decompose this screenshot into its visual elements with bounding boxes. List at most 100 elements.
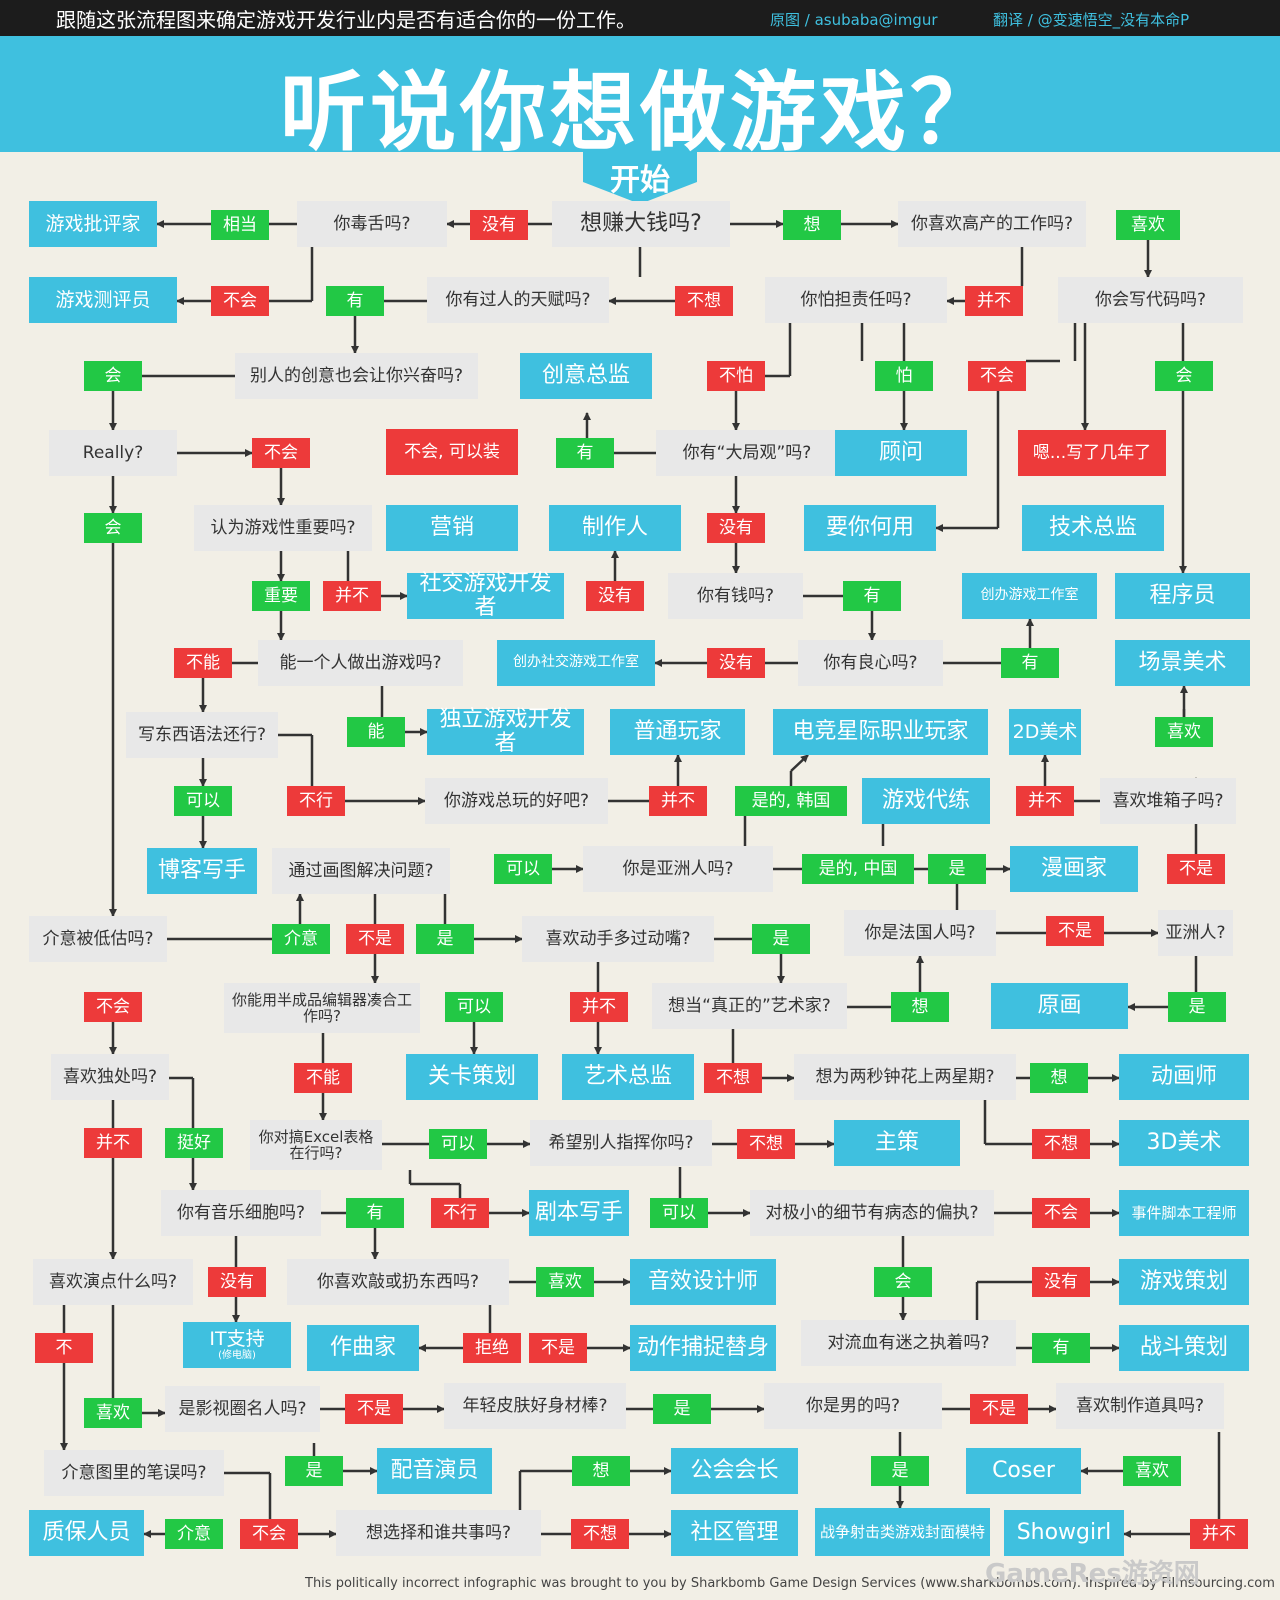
result-box: 场景美术 bbox=[1115, 640, 1250, 686]
yes-answer: 喜欢 bbox=[536, 1267, 594, 1297]
intro-text: 跟随这张流程图来确定游戏开发行业内是否有适合你的一份工作。 bbox=[56, 8, 636, 32]
result-box: 战斗策划 bbox=[1119, 1325, 1249, 1371]
no-answer: 不想 bbox=[675, 286, 733, 316]
question-box: 你有过人的天赋吗? bbox=[427, 277, 609, 323]
no-answer: 不会 bbox=[968, 361, 1026, 391]
result-sublabel: (修电脑) bbox=[218, 1349, 256, 1361]
result-box: 博客写手 bbox=[147, 848, 257, 894]
result-label: IT支持 bbox=[209, 1328, 265, 1351]
title-banner: 听说你想做游戏？ bbox=[0, 36, 1280, 163]
yes-answer: 是 bbox=[416, 924, 474, 954]
question-box: 你是亚洲人吗? bbox=[583, 846, 773, 892]
no-answer: 并不 bbox=[1190, 1519, 1248, 1549]
result-box: 社区管理 bbox=[671, 1510, 798, 1556]
no-answer: 不想 bbox=[704, 1063, 762, 1093]
question-box: 喜欢演点什么吗? bbox=[33, 1259, 193, 1305]
yes-answer: 介意 bbox=[272, 924, 330, 954]
yes-answer: 是 bbox=[1168, 992, 1226, 1022]
yes-answer: 想 bbox=[572, 1456, 630, 1486]
no-answer: 不是 bbox=[345, 1394, 403, 1424]
no-answer: 不 bbox=[35, 1333, 93, 1363]
no-answer: 嗯...写了几年了 bbox=[1018, 430, 1166, 476]
yes-answer: 可以 bbox=[650, 1198, 708, 1228]
question-box: 想为两秒钟花上两星期? bbox=[794, 1054, 1016, 1100]
yes-answer: 重要 bbox=[252, 581, 310, 611]
yes-answer: 是的, 中国 bbox=[802, 854, 914, 884]
yes-answer: 可以 bbox=[174, 786, 232, 816]
no-answer: 不会 bbox=[211, 286, 269, 316]
yes-answer: 喜欢 bbox=[1123, 1456, 1181, 1486]
no-answer: 不是 bbox=[1046, 916, 1104, 946]
question-box: 想选择和谁共事吗? bbox=[336, 1510, 541, 1556]
yes-answer: 怕 bbox=[875, 361, 933, 391]
no-answer: 不会 bbox=[1032, 1198, 1090, 1228]
yes-answer: 可以 bbox=[494, 854, 552, 884]
yes-answer: 可以 bbox=[429, 1129, 487, 1159]
question-box: 你喜欢敲或扔东西吗? bbox=[287, 1259, 509, 1305]
question-box: 亚洲人? bbox=[1158, 910, 1233, 956]
result-box: 创办社交游戏工作室 bbox=[497, 640, 655, 686]
no-answer: 不能 bbox=[294, 1063, 352, 1093]
result-box: 游戏批评家 bbox=[29, 201, 157, 247]
yes-answer: 挺好 bbox=[165, 1128, 223, 1158]
question-box: 你是法国人吗? bbox=[844, 910, 996, 956]
yes-answer: 有 bbox=[1032, 1333, 1090, 1363]
result-box: 公会会长 bbox=[671, 1448, 798, 1494]
result-box: 质保人员 bbox=[29, 1510, 144, 1556]
no-answer: 不想 bbox=[1032, 1129, 1090, 1159]
yes-answer: 想 bbox=[1030, 1063, 1088, 1093]
yes-answer: 会 bbox=[874, 1267, 932, 1297]
question-box: 是影视圈名人吗? bbox=[165, 1386, 320, 1432]
yes-answer: 是 bbox=[285, 1456, 343, 1486]
flow-arrow bbox=[790, 754, 809, 772]
yes-answer: 有 bbox=[843, 581, 901, 611]
page-title: 听说你想做游戏？ bbox=[280, 63, 1000, 163]
result-box: Coser bbox=[966, 1448, 1081, 1494]
no-answer: 不是 bbox=[970, 1394, 1028, 1424]
question-box: 写东西语法还行? bbox=[126, 712, 278, 758]
result-box: 制作人 bbox=[549, 505, 681, 551]
result-box: 主策 bbox=[834, 1120, 960, 1166]
question-box: 喜欢堆箱子吗? bbox=[1100, 778, 1236, 824]
result-box: 创办游戏工作室 bbox=[962, 573, 1097, 619]
yes-answer: 有 bbox=[1001, 648, 1059, 678]
yes-answer: 能 bbox=[347, 717, 405, 747]
start-arrow-shape bbox=[583, 152, 697, 204]
yes-answer: 介意 bbox=[165, 1519, 223, 1549]
question-box: 你能用半成品编辑器凑合工作吗? bbox=[224, 983, 420, 1033]
result-box: 配音演员 bbox=[377, 1448, 492, 1494]
no-answer: 并不 bbox=[965, 286, 1023, 316]
result-box: 战争射击类游戏封面模特 bbox=[815, 1508, 990, 1556]
result-box: 动作捕捉替身 bbox=[630, 1325, 776, 1371]
question-box: Really? bbox=[49, 430, 177, 476]
question-box: 喜欢制作道具吗? bbox=[1056, 1383, 1224, 1429]
no-answer: 并不 bbox=[84, 1128, 142, 1158]
question-box: 你游戏总玩的好吧? bbox=[425, 778, 608, 824]
no-answer: 并不 bbox=[570, 992, 628, 1022]
watermark: GameRes游资网 bbox=[985, 1559, 1200, 1589]
question-box: 对流血有迷之执着吗? bbox=[801, 1320, 1016, 1366]
result-box: 艺术总监 bbox=[562, 1054, 694, 1100]
no-answer: 不会 bbox=[252, 438, 310, 468]
no-answer: 没有 bbox=[470, 210, 528, 240]
yes-answer: 喜欢 bbox=[1155, 717, 1213, 747]
yes-answer: 有 bbox=[326, 286, 384, 316]
no-answer: 不行 bbox=[287, 786, 345, 816]
yes-answer: 想 bbox=[783, 210, 841, 240]
result-box: 漫画家 bbox=[1010, 846, 1138, 892]
question-box: 你有良心吗? bbox=[798, 640, 943, 686]
yes-answer: 是 bbox=[653, 1394, 711, 1424]
result-box: 动画师 bbox=[1119, 1054, 1249, 1100]
no-answer: 并不 bbox=[649, 786, 707, 816]
yes-answer: 是 bbox=[752, 924, 810, 954]
result-box: 社交游戏开发者 bbox=[407, 571, 564, 620]
question-box: 你怕担责任吗? bbox=[765, 277, 947, 323]
no-answer: 不想 bbox=[571, 1519, 629, 1549]
yes-answer: 喜欢 bbox=[1116, 210, 1180, 240]
no-answer: 不能 bbox=[174, 648, 232, 678]
no-answer: 没有 bbox=[1032, 1267, 1090, 1297]
no-answer: 没有 bbox=[707, 513, 765, 543]
result-box: 游戏测评员 bbox=[29, 277, 177, 323]
question-box: 对极小的细节有病态的偏执? bbox=[750, 1190, 994, 1236]
question-box: 介意被低估吗? bbox=[29, 916, 167, 962]
